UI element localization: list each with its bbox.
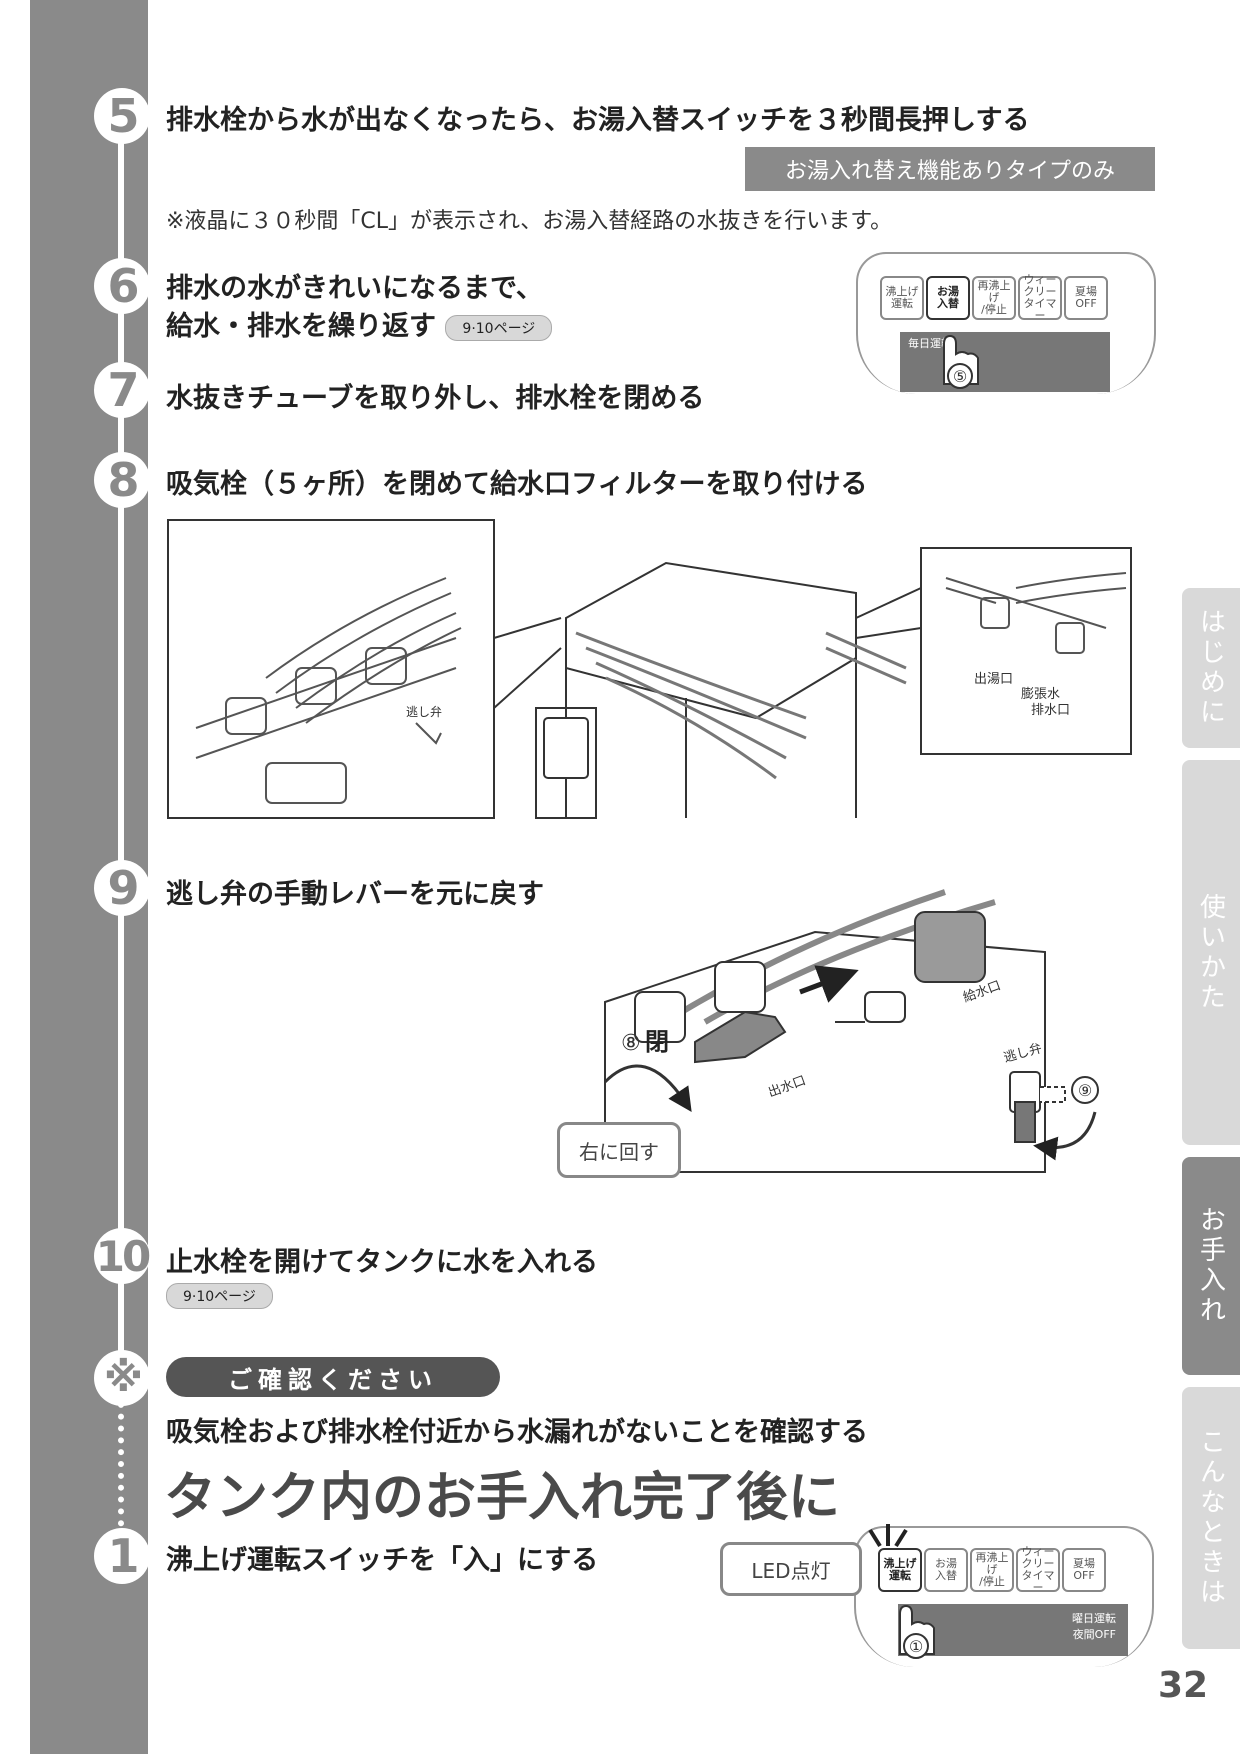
step-8-heading: 吸気栓（５ヶ所）を閉めて給水口フィルターを取り付ける — [166, 469, 868, 500]
tab-introduction[interactable]: はじめに — [1182, 588, 1240, 748]
step-9-number: 9 — [94, 860, 150, 916]
tab-troubleshooting[interactable]: こんなときは — [1182, 1387, 1240, 1649]
pointing-hand-icon-2: ① — [899, 1604, 935, 1659]
reboil-button: 再沸上げ/停止 — [972, 276, 1016, 320]
weekly-timer-button-2: ウィークリータイマー — [1016, 1546, 1060, 1594]
page-reference-2[interactable]: 9·10ページ — [166, 1283, 273, 1309]
confirm-text: 吸気栓および排水栓付近から水漏れがないことを確認する — [166, 1417, 868, 1448]
model-tag: お湯入れ替え機能ありタイプのみ — [745, 147, 1155, 191]
svg-text:出湯口: 出湯口 — [974, 672, 1013, 687]
svg-text:①: ① — [909, 1637, 923, 1656]
boil-button: 沸上げ運転 — [880, 276, 924, 320]
reboil-button-2: 再沸上げ/停止 — [970, 1548, 1014, 1592]
relief-valve-illustration: ⑧ 閉 出水口 給水口 逃し弁 ⑨ 右に回す — [545, 872, 1105, 1182]
svg-text:⑧: ⑧ — [621, 1031, 641, 1056]
led-burst-icon — [868, 1524, 908, 1548]
svg-text:排水口: 排水口 — [1031, 703, 1070, 718]
step-6-heading-line2: 給水・排水を繰り返す 9·10ページ — [166, 304, 553, 343]
svg-text:逃し弁: 逃し弁 — [406, 704, 442, 719]
step-8-number: 8 — [94, 452, 150, 508]
air-valve-illustration: 逃し弁 出湯口 膨張水 排水口 — [166, 518, 1134, 820]
after-step-1-heading: 沸上げ運転スイッチを「入」にする — [166, 1545, 599, 1576]
step-7-number: 7 — [94, 362, 150, 418]
step-9-heading: 逃し弁の手動レバーを元に戻す — [166, 879, 544, 910]
step-5-note: ※液晶に３０秒間「CL」が表示され、お湯入替経路の水抜きを行います。 — [166, 209, 893, 234]
pointing-hand-icon: ⑤ — [943, 334, 979, 389]
step-5-heading: 排水栓から水が出なくなったら、お湯入替スイッチを３秒間長押しする — [166, 105, 1030, 136]
bath-refill-button: お湯入替 — [926, 276, 970, 320]
page-number: 32 — [1158, 1665, 1209, 1706]
step-10-heading: 止水栓を開けてタンクに水を入れる — [166, 1247, 598, 1278]
svg-text:⑨: ⑨ — [1078, 1081, 1092, 1100]
step-rail-dotted — [118, 1390, 124, 1550]
display-strip: 毎日運転 — [900, 332, 1110, 392]
step-5-number: 5 — [94, 88, 150, 144]
svg-text:膨張水: 膨張水 — [1021, 687, 1060, 702]
led-on-callout: LED点灯 — [720, 1542, 862, 1596]
boil-button-2: 沸上げ運転 — [878, 1548, 922, 1592]
step-rail — [118, 95, 124, 1375]
page-reference[interactable]: 9·10ページ — [445, 314, 553, 341]
step-6-number: 6 — [94, 258, 150, 314]
turn-right-callout: 右に回す — [557, 1122, 681, 1178]
svg-text:閉: 閉 — [645, 1028, 669, 1056]
confirm-mark: ※ — [94, 1350, 150, 1406]
after-maintenance-title: タンク内のお手入れ完了後に — [164, 1468, 841, 1528]
step-6-heading-text: 給水・排水を繰り返す — [166, 311, 436, 342]
weekly-timer-button: ウィークリータイマー — [1018, 274, 1062, 322]
confirm-label: ご確認ください — [166, 1357, 500, 1397]
tab-maintenance[interactable]: お手入れ — [1182, 1157, 1240, 1375]
tank-piping-drawing: 逃し弁 出湯口 膨張水 排水口 — [167, 519, 1132, 819]
strip-label-1: 曜日運転 — [1072, 1612, 1116, 1625]
strip-label-2: 夜間OFF — [1072, 1628, 1116, 1641]
bath-refill-button-2: お湯入替 — [924, 1548, 968, 1592]
display-strip-2: 曜日運転 夜間OFF — [898, 1604, 1128, 1656]
step-10-number: 10 — [94, 1228, 151, 1284]
tab-usage[interactable]: 使いかた — [1182, 760, 1240, 1145]
step-6-heading-line1: 排水の水がきれいになるまで、 — [166, 273, 543, 304]
after-step-1-number: 1 — [94, 1528, 150, 1584]
step-7-heading: 水抜きチューブを取り外し、排水栓を閉める — [166, 383, 705, 414]
strip-label: 毎日運転 — [908, 337, 952, 350]
svg-text:⑤: ⑤ — [953, 367, 967, 386]
